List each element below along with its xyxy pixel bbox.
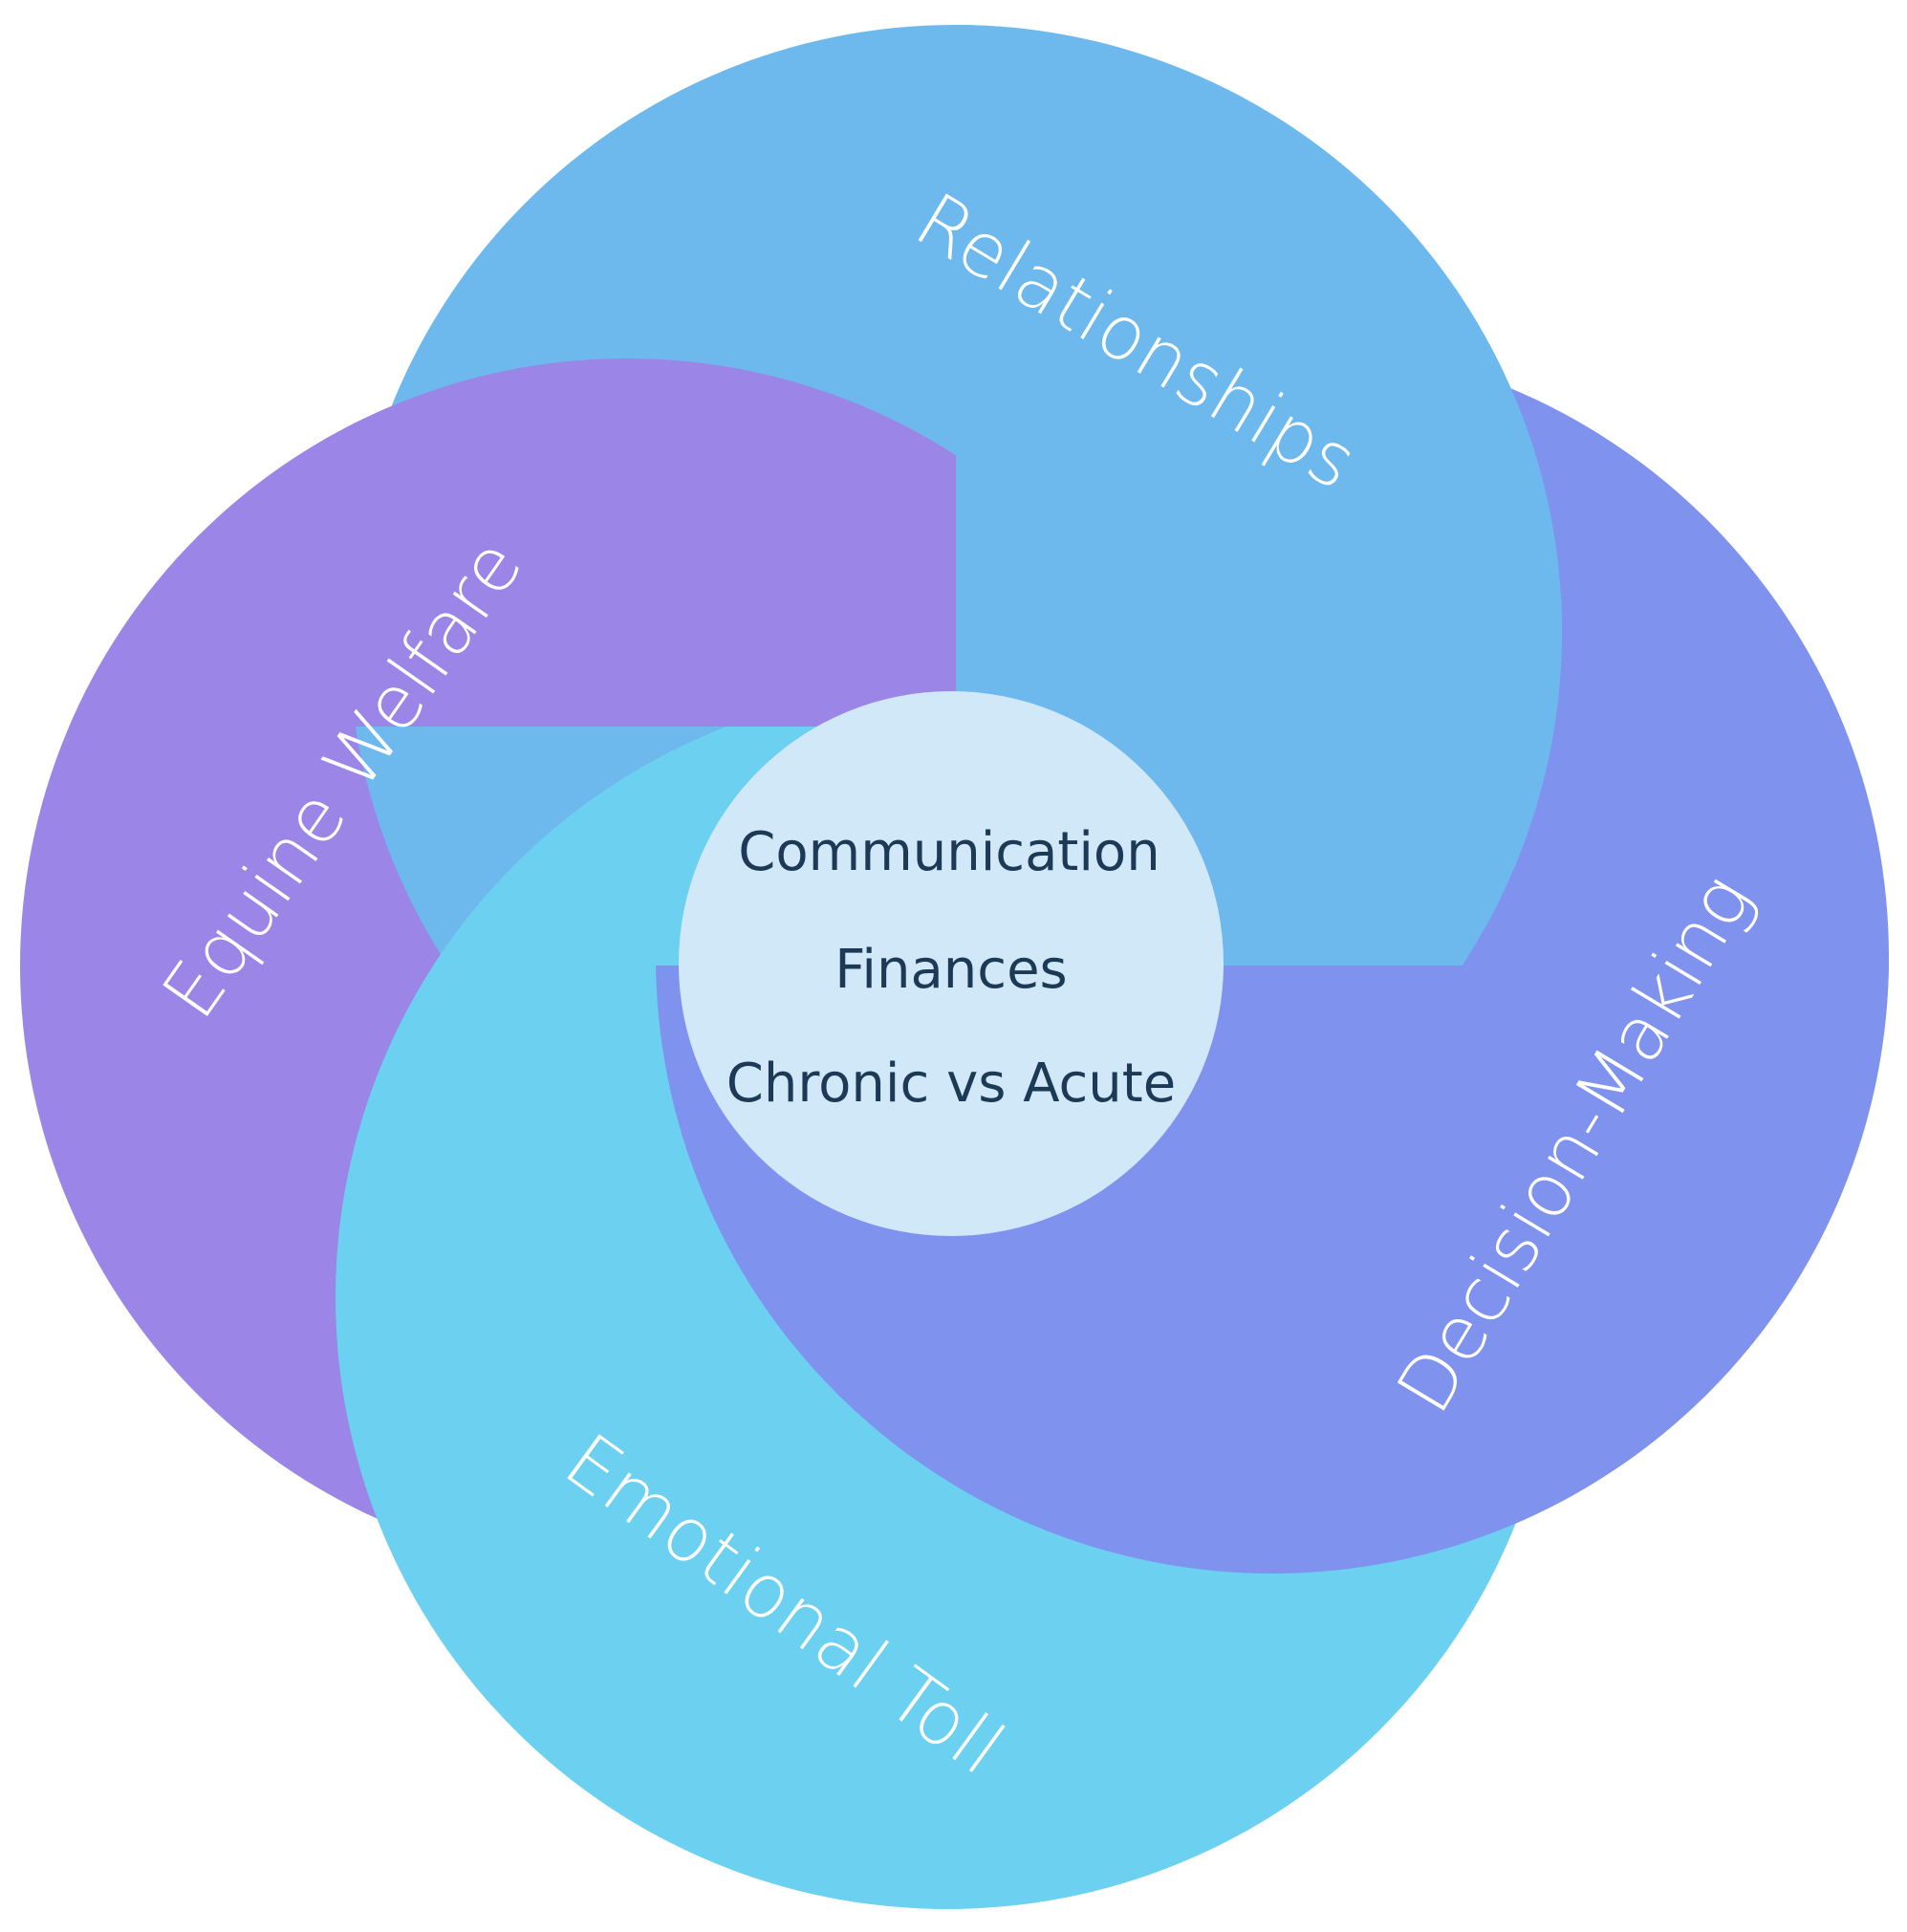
equine-welfare-overlap xyxy=(69,358,1185,727)
core-item-chronic-vs-acute: Chronic vs Acute xyxy=(726,1053,1176,1115)
core-item-finances: Finances xyxy=(834,939,1067,1001)
core-circle xyxy=(679,691,1224,1236)
core-item-communication: Communication xyxy=(738,821,1159,883)
